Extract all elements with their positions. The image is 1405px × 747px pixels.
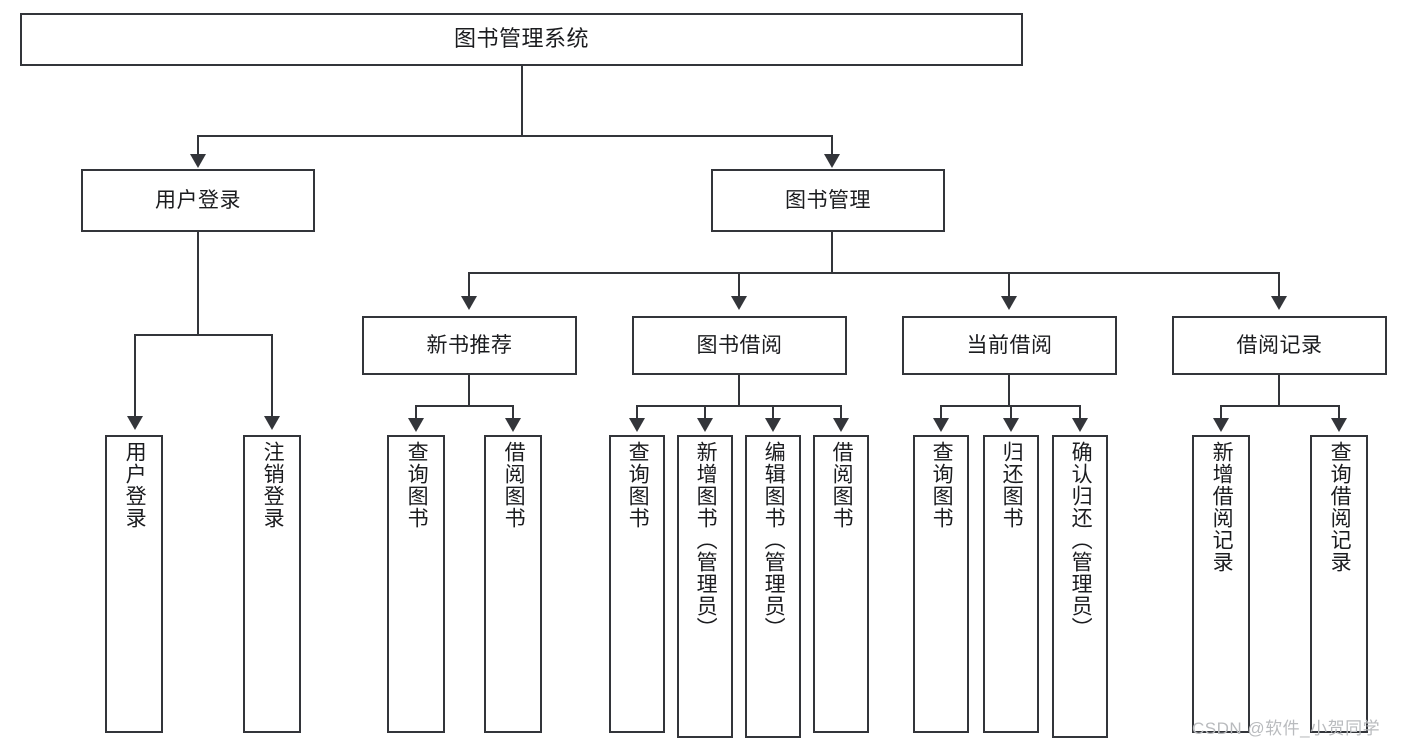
node-new-book-recommend[interactable]: 新书推荐 [362,316,577,375]
connector-recommend-bus [415,405,514,407]
arrow-to-leaf-confirm-return [1072,418,1088,432]
node-book-manage[interactable]: 图书管理 [711,169,945,232]
connector-current-l1 [940,405,942,419]
node-user-login-label: 用户登录 [155,188,241,212]
connector-borrow-l4 [840,405,842,419]
connector-record-l2 [1338,405,1340,419]
node-leaf-edit-book-label: 编辑图书（管理员） [762,441,786,639]
connector-borrow-bus [636,405,841,407]
node-book-borrow[interactable]: 图书借阅 [632,316,847,375]
arrow-to-book-borrow [731,296,747,310]
arrow-to-leaf-add-book [697,418,713,432]
node-current-borrow-label: 当前借阅 [966,333,1053,357]
node-leaf-borrow-book[interactable]: 借阅图书 [813,435,869,733]
node-root[interactable]: 图书管理系统 [20,13,1023,66]
node-book-borrow-label: 图书借阅 [696,333,783,357]
node-leaf-logout[interactable]: 注销登录 [243,435,301,733]
node-leaf-query-book-recommend-label: 查询图书 [405,441,429,529]
connector-user-login-stem [197,232,199,335]
node-leaf-query-book-borrow[interactable]: 查询图书 [609,435,665,733]
csdn-watermark: CSDN @软件_小贺同学 [1192,719,1381,738]
arrow-to-leaf-user-login [127,416,143,430]
connector-user-login-bus [134,334,272,336]
node-leaf-return-book[interactable]: 归还图书 [983,435,1039,733]
connector-borrow-l3 [772,405,774,419]
connector-bm-to-current [1008,272,1010,297]
connector-user-login-right [271,334,273,417]
arrow-to-leaf-query-borrow-record [1331,418,1347,432]
node-leaf-user-login-label: 用户登录 [123,441,147,529]
node-leaf-edit-book[interactable]: 编辑图书（管理员） [745,435,801,738]
connector-borrow-stem [738,375,740,406]
connector-recommend-l2 [512,405,514,419]
node-leaf-logout-label: 注销登录 [261,441,285,529]
node-new-book-recommend-label: 新书推荐 [426,333,513,357]
node-current-borrow[interactable]: 当前借阅 [902,316,1117,375]
node-leaf-add-book-label: 新增图书（管理员） [694,441,718,639]
node-leaf-borrow-book-recommend[interactable]: 借阅图书 [484,435,542,733]
connector-root-bus [197,135,833,137]
connector-book-manage-stem [831,232,833,273]
arrow-to-leaf-logout [264,416,280,430]
node-leaf-query-book-current-label: 查询图书 [930,441,954,529]
connector-bm-to-recommend [468,272,470,297]
node-borrow-record-label: 借阅记录 [1236,333,1323,357]
arrow-to-leaf-query-book-current [933,418,949,432]
node-leaf-add-borrow-record[interactable]: 新增借阅记录 [1192,435,1250,733]
arrow-to-user-login [190,154,206,168]
connector-current-stem [1008,375,1010,406]
arrow-to-leaf-borrow-book [833,418,849,432]
connector-recommend-stem [468,375,470,406]
node-leaf-return-book-label: 归还图书 [1000,441,1024,529]
connector-record-bus [1220,405,1339,407]
node-leaf-user-login[interactable]: 用户登录 [105,435,163,733]
node-leaf-confirm-return-label: 确认归还（管理员） [1069,441,1093,639]
arrow-to-leaf-edit-book [765,418,781,432]
arrow-to-leaf-add-borrow-record [1213,418,1229,432]
connector-record-stem [1278,375,1280,406]
connector-borrow-l2 [704,405,706,419]
node-leaf-add-book[interactable]: 新增图书（管理员） [677,435,733,738]
connector-user-login-left [134,334,136,417]
connector-root-to-book-manage [831,135,833,155]
node-leaf-query-borrow-record-label: 查询借阅记录 [1328,441,1352,573]
node-leaf-borrow-book-recommend-label: 借阅图书 [502,441,526,529]
node-leaf-query-book-current[interactable]: 查询图书 [913,435,969,733]
arrow-to-new-book-recommend [461,296,477,310]
arrow-to-leaf-return-book [1003,418,1019,432]
node-leaf-add-borrow-record-label: 新增借阅记录 [1210,441,1234,573]
connector-recommend-l1 [415,405,417,419]
arrow-to-leaf-query-book-borrow [629,418,645,432]
node-leaf-confirm-return[interactable]: 确认归还（管理员） [1052,435,1108,738]
connector-root-stem [521,66,523,136]
node-leaf-query-book-recommend[interactable]: 查询图书 [387,435,445,733]
connector-current-l3 [1079,405,1081,419]
node-leaf-query-book-borrow-label: 查询图书 [626,441,650,529]
arrow-to-borrow-record [1271,296,1287,310]
node-borrow-record[interactable]: 借阅记录 [1172,316,1387,375]
connector-borrow-l1 [636,405,638,419]
node-book-manage-label: 图书管理 [785,188,871,212]
arrow-to-book-manage [824,154,840,168]
arrow-to-leaf-borrow-book-recommend [505,418,521,432]
node-leaf-borrow-book-label: 借阅图书 [830,441,854,529]
arrow-to-leaf-query-book-recommend [408,418,424,432]
connector-record-l1 [1220,405,1222,419]
node-leaf-query-borrow-record[interactable]: 查询借阅记录 [1310,435,1368,733]
arrow-to-current-borrow [1001,296,1017,310]
connector-bm-to-record [1278,272,1280,297]
connector-bm-to-borrow [738,272,740,297]
connector-root-to-user-login [197,135,199,155]
node-user-login[interactable]: 用户登录 [81,169,315,232]
node-root-label: 图书管理系统 [453,26,589,52]
connector-book-manage-bus [468,272,1280,274]
connector-current-l2 [1010,405,1012,419]
